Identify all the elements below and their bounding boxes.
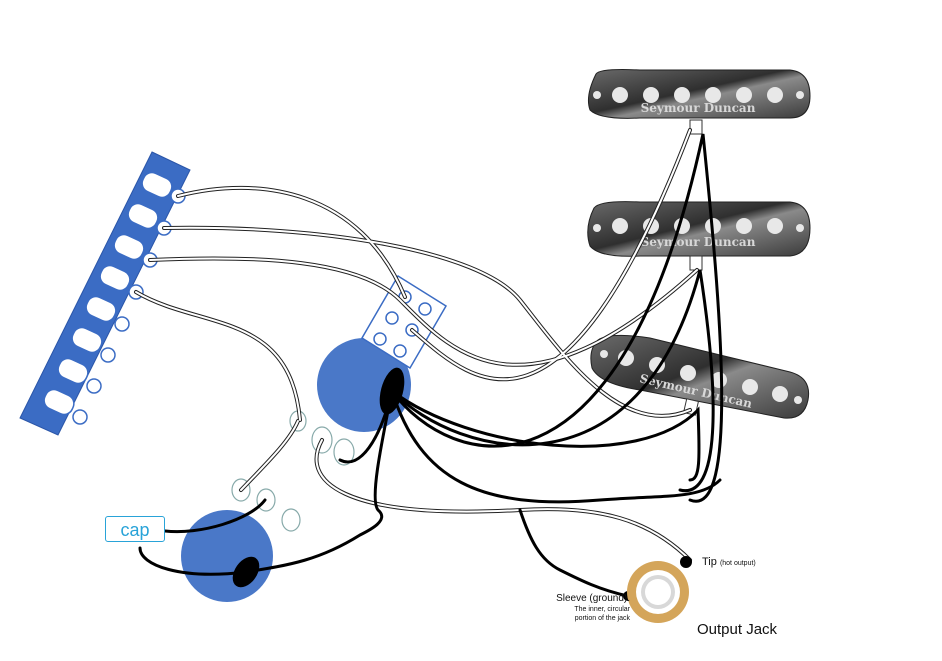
sleeve-note-line-1: The inner, circular bbox=[574, 606, 630, 613]
tip-note: (hot output) bbox=[719, 560, 756, 567]
pickup-brand: Seymour Duncan bbox=[641, 235, 756, 249]
sleeve-note: The inner, circular portion of the jack bbox=[518, 605, 630, 623]
cap-label: cap bbox=[105, 516, 165, 542]
black-wires bbox=[138, 133, 724, 601]
tip-text: Tip bbox=[702, 556, 717, 568]
pickup-brand: Seymour Duncan bbox=[641, 101, 756, 115]
sleeve-label: Sleeve (ground). bbox=[556, 593, 630, 604]
tone-pot bbox=[181, 478, 301, 602]
pickup-neck: Seymour Duncan bbox=[588, 69, 811, 135]
pickup-middle: Seymour Duncan bbox=[587, 201, 811, 271]
tip-label: Tip (hot output) bbox=[702, 556, 756, 568]
output-jack-label: Output Jack bbox=[697, 621, 778, 638]
terminal-block bbox=[360, 274, 448, 370]
sleeve-note-line-2: portion of the jack bbox=[574, 615, 630, 622]
white-wires bbox=[134, 128, 699, 562]
output-jack bbox=[627, 561, 689, 623]
five-way-switch bbox=[19, 151, 191, 436]
pickup-bridge: Seymour Duncan bbox=[590, 334, 810, 419]
